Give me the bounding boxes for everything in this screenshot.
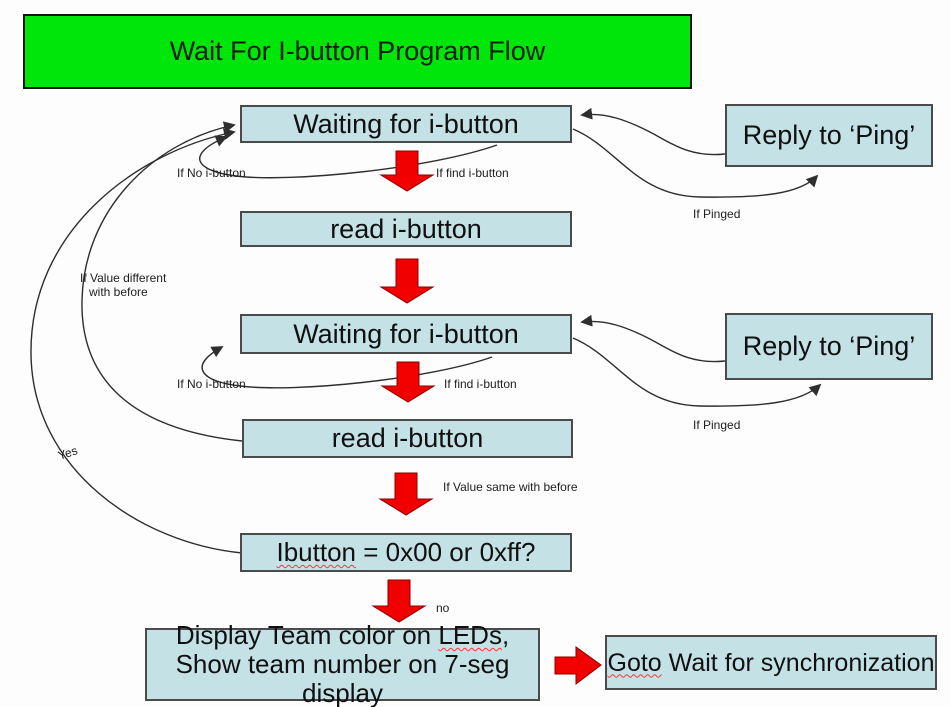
display-line1-post: , — [501, 619, 510, 650]
edge-label-if-value-different: If Value different with before — [80, 271, 190, 300]
edge-reply2-to-waiting2 — [580, 314, 726, 363]
edge-reply1-to-waiting1 — [580, 107, 726, 156]
edge-label-if-no-ibutton-2: If No i-button — [177, 377, 246, 391]
leds-word: LEDs — [438, 619, 502, 650]
node-waiting-2-label: Waiting for i-button — [293, 318, 519, 349]
goto-rest: Wait for synchronization — [661, 648, 935, 677]
title-text: Wait For I-button Program Flow — [169, 36, 546, 66]
goto-word: Goto — [607, 648, 662, 677]
if-value-different-line1: If Value different — [80, 271, 167, 285]
edge-label-if-find-ibutton-1: If find i-button — [436, 166, 509, 180]
edge-label-if-find-ibutton-2: If find i-button — [444, 377, 517, 391]
down-arrow-read2-to-ibutton — [378, 472, 434, 516]
node-ibutton-decision: Ibutton = 0x00 or 0xff? — [240, 533, 572, 572]
edge-label-if-pinged-2: If Pinged — [693, 418, 741, 432]
ibutton-rest: = 0x00 or 0xff? — [356, 536, 536, 567]
down-arrow-waiting2-to-read2 — [380, 361, 436, 403]
node-goto-wait-sync: Goto Wait for synchronization — [605, 635, 937, 690]
edge-ibutton-to-waiting1 — [30, 128, 243, 554]
edge-label-if-value-same: If Value same with before — [443, 480, 578, 494]
node-reply-2-label: Reply to ‘Ping’ — [742, 331, 916, 362]
node-ibutton-label: Ibutton = 0x00 or 0xff? — [276, 536, 536, 567]
title-banner: Wait For I-button Program Flow — [23, 14, 692, 89]
node-read-1-label: read i-button — [330, 213, 482, 244]
display-line-1: Display Team color on LEDs, — [175, 619, 510, 650]
edge-label-no: no — [436, 601, 450, 615]
node-display-team-color: Display Team color on LEDs, Show team nu… — [145, 620, 540, 707]
node-reply-to-ping-1: Reply to ‘Ping’ — [725, 104, 933, 167]
goto-label: Goto Wait for synchronization — [608, 649, 935, 677]
node-waiting-1-label: Waiting for i-button — [293, 108, 519, 139]
right-arrow-display-to-goto — [554, 646, 602, 686]
edge-label-if-pinged-1: If Pinged — [693, 207, 741, 221]
node-read-2-label: read i-button — [331, 423, 484, 454]
if-value-different-line2: with before — [89, 285, 148, 300]
node-read-ibutton-2: read i-button — [242, 419, 573, 458]
node-read-ibutton-1: read i-button — [240, 211, 572, 247]
down-arrow-waiting1-to-read1 — [379, 150, 435, 192]
node-reply-to-ping-2: Reply to ‘Ping’ — [725, 313, 933, 380]
edge-label-if-no-ibutton-1: If No i-button — [177, 166, 246, 180]
ibutton-word: Ibutton — [276, 536, 357, 567]
down-arrow-read1-to-waiting2 — [379, 258, 435, 304]
node-reply-1-label: Reply to ‘Ping’ — [742, 120, 916, 151]
down-arrow-ibutton-to-display — [371, 579, 427, 623]
display-line1-pre: Display Team color on — [175, 619, 439, 650]
node-waiting-for-ibutton-2: Waiting for i-button — [240, 314, 572, 354]
edge-label-yes: Yes — [56, 443, 80, 463]
node-waiting-for-ibutton-1: Waiting for i-button — [240, 105, 572, 143]
display-line-2: Show team number on 7-seg display — [175, 648, 510, 707]
